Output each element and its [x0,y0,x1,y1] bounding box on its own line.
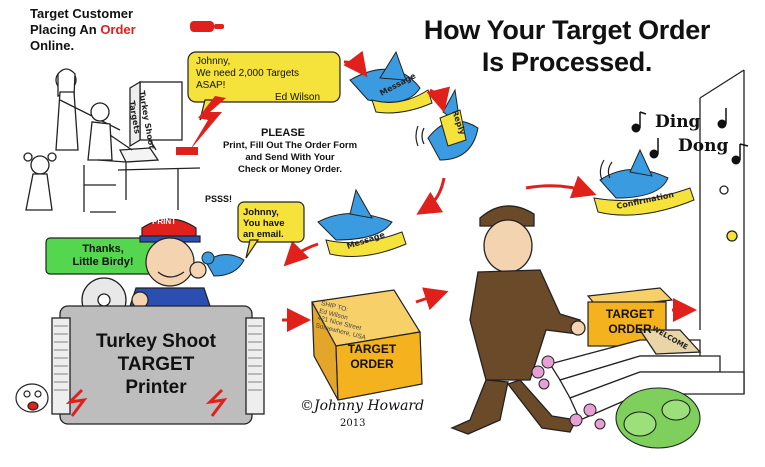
box-1-line1: TARGET [347,342,397,356]
printer-line2: TARGET [117,354,195,375]
order-bubble-signature: Ed Wilson [274,92,320,103]
printer-line3: Printer [125,377,187,398]
instructions-heading: PLEASE [260,127,305,139]
order-bubble-line2: We need 2,000 Targets [196,68,300,79]
box-1-label: TARGET ORDER [332,342,412,372]
bird-reply [427,88,479,161]
printer-machine [51,277,265,425]
page-title: How Your Target Order Is Processed. [372,14,762,78]
box-2-label: TARGET ORDER [592,307,668,337]
pointing-hand-icon [190,21,224,32]
bird-sound: PSSS! [205,194,233,204]
bird-bubble-line1: Johnny, [243,207,279,218]
box-1-line2: ORDER [350,357,394,371]
dog-icon [15,383,49,413]
customer-caption-line1: Target Customer [30,6,134,21]
customer-caption-prefix: Placing An [30,22,101,37]
bush [615,387,701,449]
customer-caption-highlight: Order [100,22,136,37]
order-bubble-line3: ASAP! [196,80,226,91]
bird-bubble-shape [237,201,305,259]
delivery-man [450,205,586,435]
order-bubble-line1: Johnny, [196,56,231,67]
bird-bubble-line3: an email. [243,229,284,240]
shipping-box-1 [311,289,423,401]
page-title-line1: How Your Target Order [423,15,711,45]
doorbell-dong: Dong [678,136,729,156]
bird-on-shoulder [201,251,245,277]
bird-confirmation [593,148,695,216]
bird-bubble-line2: You have [243,218,285,229]
thanks-line1: Thanks, [82,243,124,255]
motion-marks [415,125,613,181]
customer-caption-line2: Placing An Order [30,22,136,38]
instructions-line1: Print, Fill Out The Order Form [222,140,358,151]
flow-arrows [282,50,697,332]
instructions-line3: Check or Money Order. [237,164,342,175]
customer-caption: Target Customer Placing An Order Online. [30,6,136,54]
instructions-text: Print, Fill Out The Order Form and Send … [200,140,380,176]
order-bubble-text: Johnny, We need 2,000 Targets ASAP! Ed W… [196,56,336,104]
page-title-line2: Is Processed. [481,47,653,77]
music-notes-icon [631,108,749,165]
box-2-line1: TARGET [605,307,655,321]
artist-signature-year: 2013 [340,418,366,429]
printer-label: Turkey Shoot TARGET Printer [64,330,248,399]
house-door [548,69,745,421]
thanks-bubble-text: Thanks, Little Birdy! [50,243,156,269]
flowers [531,355,606,430]
doorbell-ding: Ding [655,112,701,132]
bird-message-2 [317,188,407,257]
bird-bubble-text: Johnny, You have an email. [243,207,301,240]
printer-line1: Turkey Shoot [96,331,216,352]
instructions-line2: and Send With Your [245,152,335,163]
cap-label: PRINT [152,217,176,226]
customer-scene [23,68,201,213]
lightning-bolt-icon [190,96,226,150]
box-2-line2: ORDER [608,322,652,336]
customer-caption-line3: Online. [30,38,75,53]
thanks-line2: Little Birdy! [72,256,134,268]
artist-signature: ©Johnny Howard [300,398,425,414]
